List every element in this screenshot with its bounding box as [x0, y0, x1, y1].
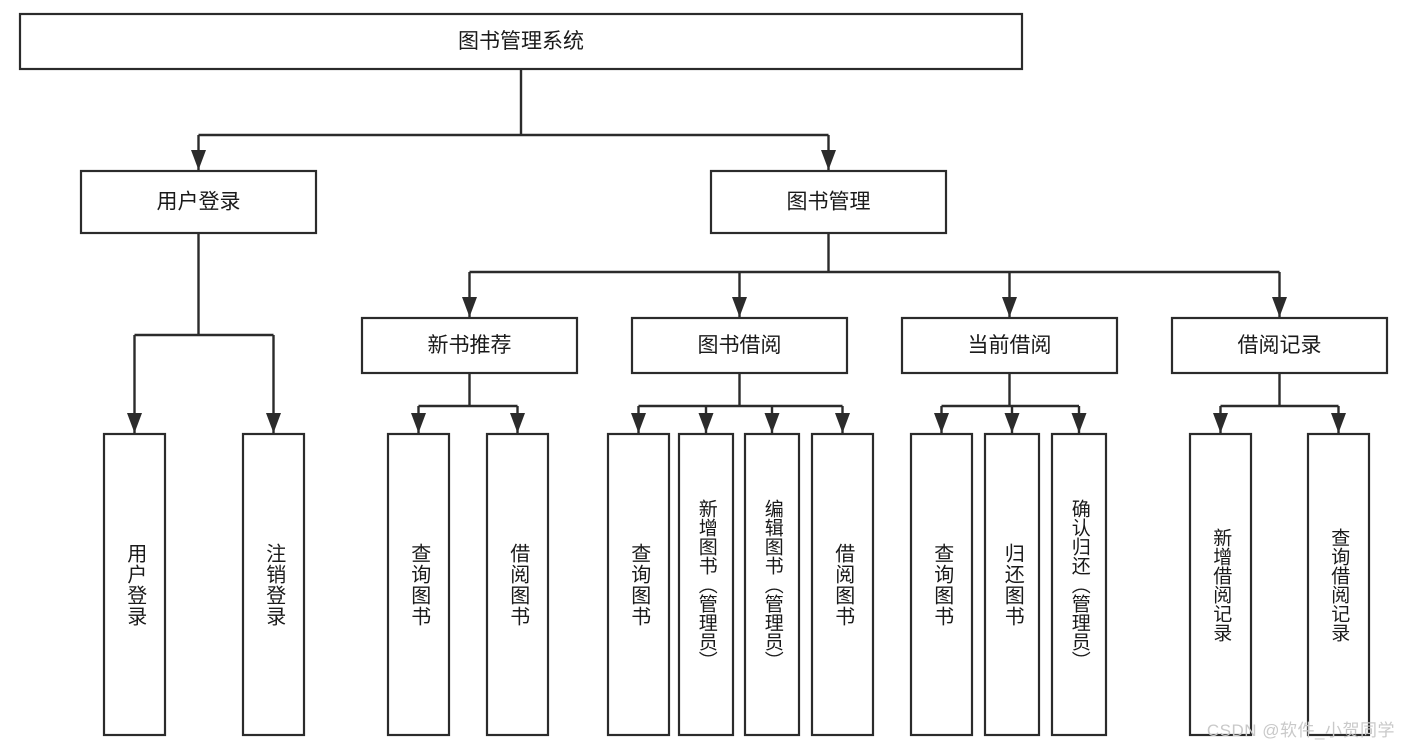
node-book-borrow[interactable]	[630, 316, 849, 375]
arrow-head-icon	[266, 413, 281, 433]
arrow-head-icon	[462, 297, 477, 317]
arrow-head-icon	[934, 413, 949, 433]
arrow-head-icon	[764, 413, 780, 433]
node-leaf-query-borrow-record[interactable]	[1306, 432, 1371, 737]
arrow-head-icon	[411, 413, 426, 433]
csdn-watermark: CSDN @软件_小贺同学	[1206, 721, 1395, 740]
node-user-login[interactable]	[79, 169, 318, 235]
node-current-borrow[interactable]	[900, 316, 1119, 375]
arrow-head-icon	[732, 297, 747, 317]
arrow-head-icon	[510, 413, 525, 433]
arrow-head-icon	[191, 150, 206, 170]
node-label-current-borrow: 当前借阅	[968, 334, 1052, 357]
arrow-head-icon	[1002, 297, 1017, 317]
arrow-head-icon	[1331, 413, 1346, 433]
arrow-head-icon	[1071, 413, 1087, 433]
node-leaf-query-book-3[interactable]	[909, 432, 974, 737]
node-label-new-book-recommend: 新书推荐	[428, 334, 512, 357]
node-label-user-login: 用户登录	[157, 191, 241, 214]
node-leaf-borrow-book-1[interactable]	[485, 432, 550, 737]
node-borrow-record[interactable]	[1170, 316, 1389, 375]
node-label-book-borrow: 图书借阅	[698, 334, 782, 357]
node-leaf-logout[interactable]	[241, 432, 306, 737]
node-leaf-add-book-admin[interactable]	[677, 432, 735, 737]
node-leaf-add-borrow-record[interactable]	[1188, 432, 1253, 737]
node-new-book-recommend[interactable]	[360, 316, 579, 375]
connectors-layer	[127, 69, 1346, 433]
arrow-head-icon	[821, 150, 836, 170]
node-label-borrow-record: 借阅记录	[1238, 334, 1322, 357]
arrow-head-icon	[1004, 413, 1020, 433]
node-label-root: 图书管理系统	[458, 30, 584, 53]
node-leaf-edit-book-admin[interactable]	[743, 432, 801, 737]
arrow-head-icon	[631, 413, 646, 433]
boxes-layer	[18, 12, 1389, 737]
arrow-head-icon	[1272, 297, 1287, 317]
node-leaf-confirm-return-admin[interactable]	[1050, 432, 1108, 737]
node-leaf-borrow-book-2[interactable]	[810, 432, 875, 737]
node-leaf-query-book-2[interactable]	[606, 432, 671, 737]
node-leaf-user-login[interactable]	[102, 432, 167, 737]
node-label-book-manage: 图书管理	[787, 191, 871, 214]
arrow-head-icon	[698, 413, 714, 433]
node-book-manage[interactable]	[709, 169, 948, 235]
arrow-head-icon	[835, 413, 850, 433]
node-root-root[interactable]	[18, 12, 1024, 71]
node-leaf-return-book[interactable]	[983, 432, 1041, 737]
node-leaf-query-book-1[interactable]	[386, 432, 451, 737]
arrow-head-icon	[127, 413, 142, 433]
arrow-head-icon	[1213, 413, 1228, 433]
